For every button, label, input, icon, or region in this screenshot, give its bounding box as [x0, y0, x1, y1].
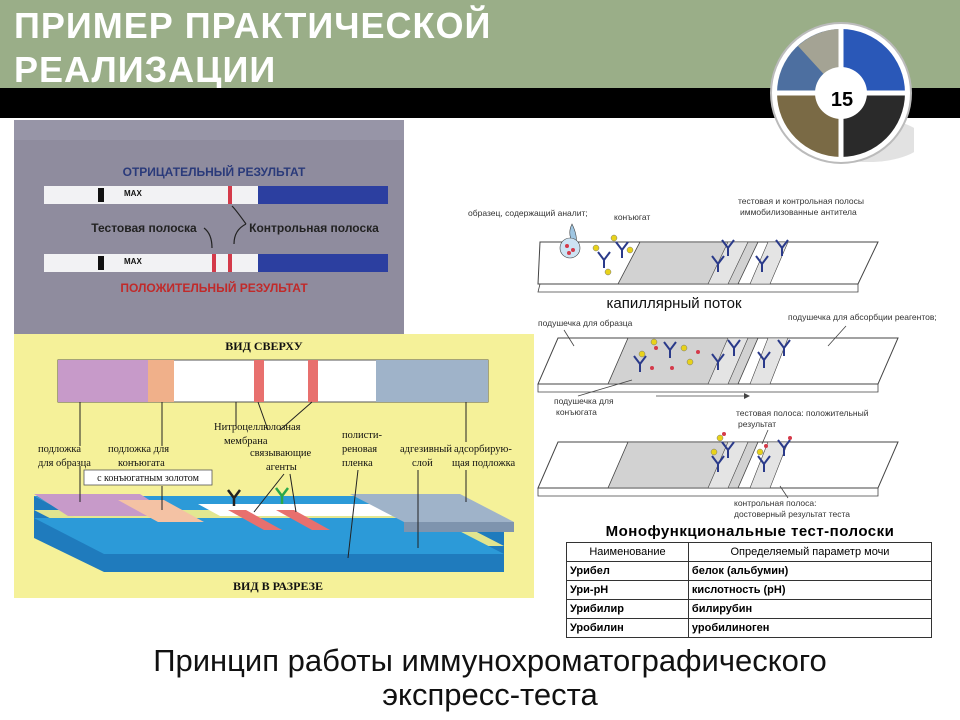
capillary-label: капиллярный поток	[606, 295, 741, 312]
table-header-row: Наименование Определяемый параметр мочи	[566, 542, 933, 562]
conjugate-label: конъюгат	[614, 212, 650, 222]
table-row: Ури-pH кислотность (pH)	[566, 580, 933, 600]
conj-pad-label-2: конъюгата	[118, 458, 165, 469]
control-strip-label: Контрольная полоска	[249, 221, 379, 235]
slide-caption: Принцип работы иммунохроматографического…	[60, 644, 920, 712]
conj-pad-label-3: с конъюгатным золотом	[97, 473, 199, 484]
flow-schematic: образец, содержащий аналит; конъюгат тес…	[468, 196, 937, 519]
conj-pad-flow-label-1: подушечка для	[554, 396, 614, 406]
film-label-1: полисти-	[342, 430, 382, 441]
table-row: Урибел белок (альбумин)	[566, 561, 933, 581]
caption-line-2: экспресс-теста	[382, 677, 598, 712]
slide-title: ПРИМЕР ПРАКТИЧЕСКОЙ РЕАЛИЗАЦИИ	[14, 4, 491, 92]
sample-pad-label-2: для образца	[38, 458, 91, 469]
max-label-1: MAX	[124, 189, 142, 198]
agents-label-1: связывающие	[250, 448, 312, 459]
film-label-3: пленка	[342, 458, 373, 469]
top-view-label: ВИД СВЕРХУ	[225, 339, 303, 353]
table-cell: Урибилир	[566, 599, 689, 619]
conj-pad-flow-label-2: конъюгата	[556, 407, 597, 417]
caption-line-1: Принцип работы иммунохроматографического	[153, 643, 827, 678]
test-positive-label-2: результат	[738, 419, 776, 429]
absorb-pad-flow-label: подушечка для абсорбции реагентов;	[788, 312, 937, 322]
film-label-2: реновая	[342, 444, 377, 455]
table-cell: белок (альбумин)	[687, 561, 933, 581]
control-label-2: достоверный результат теста	[734, 509, 850, 519]
bands-label-1: тестовая и контрольная полосы	[738, 196, 864, 206]
page-number: 15	[830, 89, 854, 111]
test-strip-label: Тестовая полоска	[91, 221, 197, 235]
bands-label-2: иммобилизованные антитела	[740, 207, 857, 217]
agents-label-2: агенты	[266, 462, 297, 473]
negative-label: ОТРИЦАТЕЛЬНЫЙ РЕЗУЛЬТАТ	[123, 164, 306, 179]
adhesive-label-1: адгезивный	[400, 444, 452, 455]
table-cell: уробилиноген	[687, 618, 933, 638]
table-header: Определяемый параметр мочи	[687, 542, 933, 562]
table-cell: Уробилин	[566, 618, 689, 638]
title-line-2: РЕАЛИЗАЦИИ	[14, 49, 277, 90]
test-strip-photo: ОТРИЦАТЕЛЬНЫЙ РЕЗУЛЬТАТ MAX Тестовая пол…	[14, 120, 404, 334]
table-cell: билирубин	[687, 599, 933, 619]
section-view-label: ВИД В РАЗРЕЗЕ	[233, 579, 323, 593]
table-row: Уробилин уробилиноген	[566, 618, 933, 638]
table-row: Урибилир билирубин	[566, 599, 933, 619]
strips-table-block: Монофункциональные тест-полоски Наименов…	[566, 522, 934, 642]
test-positive-label-1: тестовая полоса: положительный	[736, 408, 869, 418]
absorb-label-1: адсорбирую-	[454, 444, 512, 455]
table-title: Монофункциональные тест-полоски	[605, 523, 895, 540]
sample-pad-label-1: подложка	[38, 444, 81, 455]
table-cell: кислотность (pH)	[687, 580, 933, 600]
positive-label: ПОЛОЖИТЕЛЬНЫЙ РЕЗУЛЬТАТ	[120, 280, 308, 295]
title-line-1: ПРИМЕР ПРАКТИЧЕСКОЙ	[14, 5, 492, 46]
max-label-2: MAX	[124, 257, 142, 266]
sample-pad-flow-label: подушечка для образца	[538, 318, 633, 328]
conj-pad-label-1: подложка для	[108, 444, 169, 455]
nitro-label-1: Нитроцеллюлозная	[214, 422, 301, 433]
table-cell: Урибел	[566, 561, 689, 581]
nitro-label-2: мембрана	[224, 436, 268, 447]
strip-diagram: ВИД СВЕРХУ Нитроцеллюлозная мембрана под…	[14, 334, 534, 598]
control-label-1: контрольная полоса:	[734, 498, 816, 508]
absorb-label-2: щая подложка	[452, 458, 516, 469]
adhesive-label-2: слой	[412, 458, 433, 469]
strips-table: Наименование Определяемый параметр мочи …	[566, 542, 933, 638]
table-header: Наименование	[566, 542, 689, 562]
page-badge	[770, 22, 914, 164]
table-cell: Ури-pH	[566, 580, 689, 600]
analyte-label: образец, содержащий аналит;	[468, 208, 588, 218]
